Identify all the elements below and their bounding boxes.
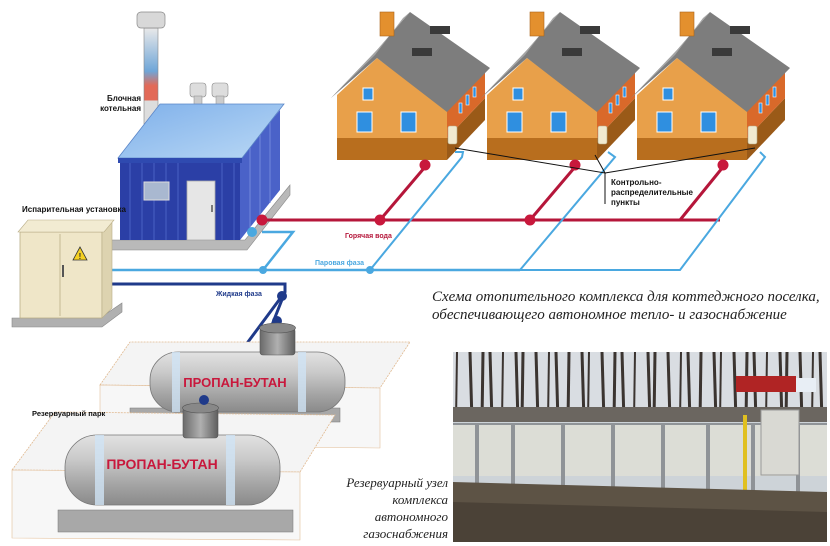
dormer-window <box>730 26 750 34</box>
cottage-window <box>550 111 567 133</box>
vapor-branch <box>369 151 465 271</box>
cottage-roof <box>631 12 790 112</box>
liquid-node <box>199 395 209 405</box>
tank-park-label: Резервуарный парк <box>32 409 106 418</box>
warning-icon <box>72 246 88 261</box>
vapor-pipe-boiler <box>262 230 296 271</box>
reservoir-node-photo <box>453 352 827 542</box>
dormer-window <box>562 48 582 56</box>
cottage-window <box>400 111 417 133</box>
dormer-window <box>412 48 432 56</box>
tank-park: ПРОПАН-БУТАН ПРОПАН-БУТАН <box>11 322 411 541</box>
hot-water-branch <box>528 166 577 221</box>
cottage-chimney <box>379 11 395 37</box>
front-tank-label: ПРОПАН-БУТАН <box>106 456 217 472</box>
cottage-side-window <box>608 102 613 114</box>
evaporator-label: Испарительная установка <box>22 205 127 214</box>
cottage-side-window <box>472 86 477 98</box>
cottage-window <box>656 111 673 133</box>
control-points-label-line2: распределительные <box>611 188 694 197</box>
truck <box>736 376 796 392</box>
forest-background <box>455 352 824 423</box>
cottage-window <box>662 87 674 101</box>
roof-vent <box>211 82 229 98</box>
boiler-house-label-line1: Блочная <box>107 94 141 103</box>
cottage-side-window <box>772 86 777 98</box>
roof-vent <box>189 82 207 98</box>
hot-water-node <box>419 159 431 171</box>
hot-water-branch <box>378 166 427 221</box>
vapor-branch <box>519 151 617 271</box>
dormer-window <box>430 26 450 34</box>
cottage-side-window <box>458 102 463 114</box>
chimney-cap <box>136 11 166 29</box>
hot-water-node <box>717 159 729 171</box>
evaporator-unit: ! <box>11 219 123 328</box>
tank-caption-line1: Резервуарный узел <box>346 475 448 490</box>
hot-water-label: Горячая вода <box>345 233 392 240</box>
tank-caption-line3: автономного <box>374 509 448 524</box>
cottage-window <box>506 111 523 133</box>
hot-water-node <box>256 214 268 226</box>
hot-water-node <box>524 214 536 226</box>
liquid-phase-pipe <box>105 282 287 331</box>
cottage-chimney <box>679 11 695 37</box>
cottage-roof <box>481 12 640 112</box>
main-caption-line1: Схема отопительного комплекса для коттед… <box>432 289 820 305</box>
dormer-window <box>712 48 732 56</box>
main-caption-line2: обеспечивающего автономное тепло- и газо… <box>432 307 787 323</box>
control-box <box>747 125 758 145</box>
boiler-house-label-line2: котельная <box>100 104 141 113</box>
tank-node-caption: Резервуарный узел комплекса автономного … <box>338 474 448 542</box>
tank-caption-line2: комплекса <box>392 492 448 507</box>
vapor-node <box>259 266 267 274</box>
cottage-roof <box>331 12 490 112</box>
vapor-phase-label: Паровая фаза <box>315 260 364 267</box>
back-tank-label: ПРОПАН-БУТАН <box>183 375 286 390</box>
cottage <box>331 11 490 160</box>
hot-water-branch <box>678 166 725 221</box>
liquid-node <box>277 291 287 301</box>
vapor-node <box>247 227 257 237</box>
liquid-phase-label: Жидкая фаза <box>215 291 262 298</box>
cottage-houses <box>331 11 790 160</box>
vapor-branch <box>520 151 767 271</box>
cottage-side-window <box>622 86 627 98</box>
cottage-window <box>512 87 524 101</box>
cottage-window <box>362 87 374 101</box>
cottage-window <box>700 111 717 133</box>
cottage <box>631 11 790 160</box>
gas-cabinet <box>760 409 800 476</box>
cottage-side-window <box>465 94 470 106</box>
control-box <box>447 125 458 145</box>
control-points-leaders <box>454 147 756 204</box>
svg-text:!: ! <box>79 252 82 261</box>
tank-caption-line4: газоснабжения <box>363 526 448 541</box>
back-tank <box>149 351 346 413</box>
boiler-house <box>109 11 291 251</box>
control-box <box>597 125 608 145</box>
hot-water-node <box>374 214 386 226</box>
boiler-window <box>143 181 170 201</box>
boiler-front-wall <box>120 158 240 240</box>
control-points-label-line3: пункты <box>611 198 640 207</box>
dormer-window <box>580 26 600 34</box>
cottage-chimney <box>529 11 545 37</box>
control-points-label-line1: Контрольно- <box>611 178 662 187</box>
boiler-door <box>186 180 216 241</box>
cottage-side-window <box>765 94 770 106</box>
cottage-window <box>356 111 373 133</box>
cottage <box>481 11 640 160</box>
cottage-side-window <box>615 94 620 106</box>
cottage-side-window <box>758 102 763 114</box>
vapor-node <box>366 266 374 274</box>
main-caption: Схема отопительного комплекса для коттед… <box>432 288 830 324</box>
